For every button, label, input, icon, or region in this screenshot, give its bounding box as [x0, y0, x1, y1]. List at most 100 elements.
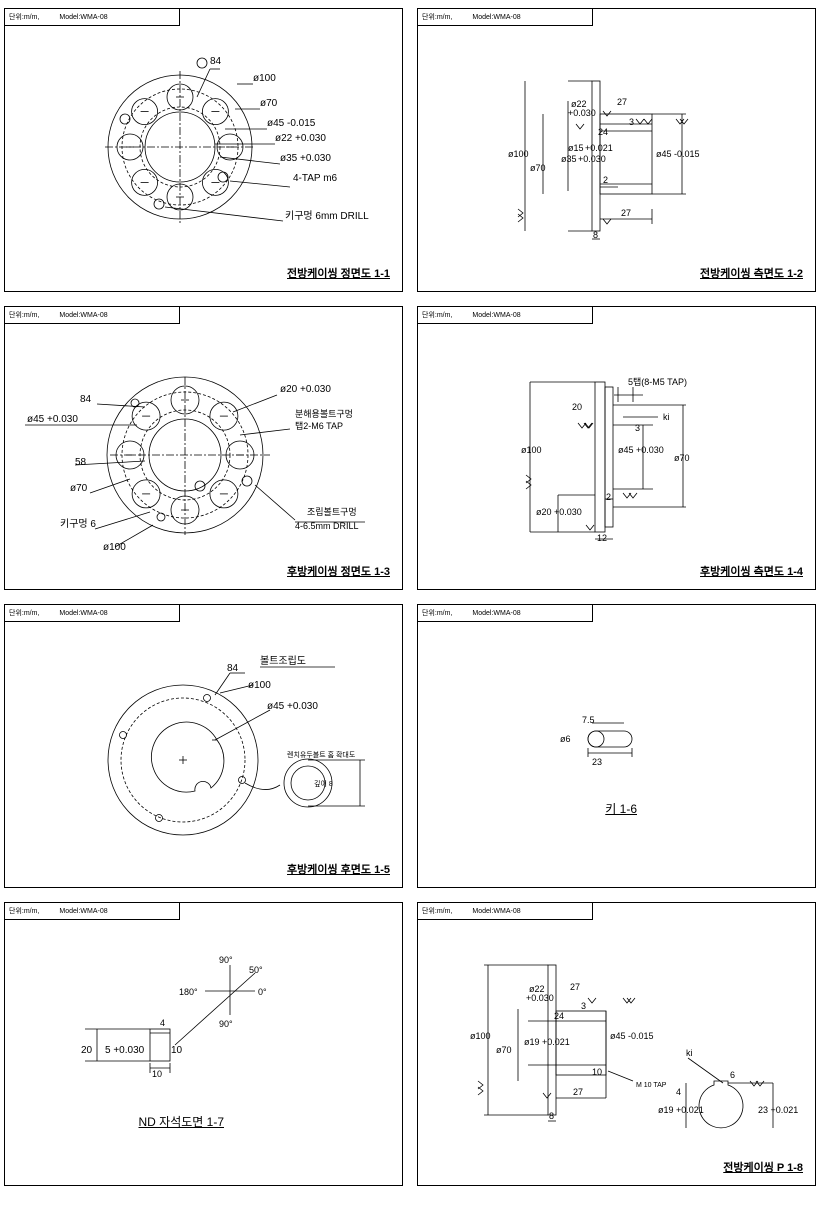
magnet-hole: [209, 401, 239, 431]
p2-label-10: ø45 -0.015: [656, 149, 700, 159]
p4-label-1: 20: [572, 402, 582, 412]
p7-label-5: 4: [160, 1018, 165, 1028]
unit-label: 단위:m/m,: [9, 312, 40, 319]
title-block: 단위:m/m,Model:WMA-08: [5, 903, 180, 920]
magnet-hole: [131, 479, 161, 509]
p8-label-17: 27: [573, 1087, 583, 1097]
magnet-hole: [201, 98, 229, 125]
p1-label-7: 키구멍 6mm DRILL: [285, 210, 369, 222]
p8-label-5: ø100: [470, 1031, 491, 1041]
p3-label-3: 분해용볼트구멍: [295, 409, 353, 419]
drawing-panel-1-8: 단위:m/m,Model:WMA-08 ø22 +0.030 27 3 24 ø…: [417, 902, 816, 1186]
magnet-hole: [201, 168, 229, 196]
p2-label-5: ø100: [508, 149, 529, 159]
unit-label: 단위:m/m,: [422, 908, 453, 915]
p7-label-1: 50°: [249, 965, 263, 975]
p2-label-4: 24: [598, 127, 608, 137]
p3-label-10: ø100: [103, 542, 126, 553]
p7-label-6: 20: [81, 1045, 93, 1056]
p8-label-6: ø19: [524, 1037, 540, 1047]
p8-label-18: 8: [549, 1111, 554, 1121]
p3-label-9: 키구멍 6: [60, 518, 96, 530]
p6-label-2: 23: [592, 757, 602, 767]
p8-label-0: ø22: [529, 984, 545, 994]
drawing-title: ND 자석도면 1-7: [138, 1115, 224, 1129]
title-block: 단위:m/m, Model:WMA-08: [5, 307, 180, 324]
p2-label-7: +0.021: [585, 143, 613, 153]
p1-label-5: ø35 +0.030: [280, 153, 331, 164]
p1-label-1: ø100: [253, 73, 276, 84]
p1-label-0: 84: [210, 56, 222, 67]
p7-label-9: 10: [152, 1069, 162, 1079]
front-casing-front-view-drawing: 84 ø100 ø70 ø45 -0.015 ø22 +0.030 ø35 +0…: [105, 56, 369, 224]
key-drawing: 7.5 ø6 23: [560, 715, 633, 767]
p4-label-7: 2: [606, 492, 611, 502]
unit-label: 단위:m/m,: [9, 610, 40, 617]
model-label: Model:WMA-08: [59, 610, 108, 617]
p5-label-4: 렌치유두볼트 홈 확대도: [287, 750, 356, 759]
magnet-hole: [225, 440, 255, 470]
drawing-title: 전방케이씽 측면도 1-2: [700, 268, 803, 280]
model-label: Model:WMA-08: [472, 312, 521, 319]
p2-label-12: 2: [603, 175, 608, 185]
p5-label-1: 84: [227, 663, 239, 674]
p5-label-0: 볼트조립도: [260, 654, 306, 667]
p2-label-9: +0.030: [578, 154, 606, 164]
p8-label-15: ø19 +0.021: [658, 1105, 704, 1115]
drawing-title: 후방케이씽 정면도 1-3: [287, 566, 390, 578]
p1-label-2: ø70: [260, 98, 278, 109]
title-block: 단위:m/m,Model:WMA-08: [418, 903, 593, 920]
p3-label-6: ø70: [70, 483, 88, 494]
p2-label-8: ø35: [561, 154, 577, 164]
p7-label-7: 5 +0.030: [105, 1045, 145, 1056]
p7-label-8: 10: [171, 1045, 183, 1056]
p4-label-3: 3: [635, 423, 640, 433]
rear-casing-side-view-drawing: 5탭(8-M5 TAP) 20 ki 3 ø100 ø45 +0.030 ø70…: [521, 376, 690, 543]
drawing-panel-1-3: 단위:m/m,Model:WMA-08 ø20 +0.030 84 ø45 +0…: [4, 306, 403, 590]
p3-label-4: 탭2-M6 TAP: [295, 420, 343, 431]
magnet-hole: [170, 385, 200, 415]
p3-label-5: 58: [75, 457, 87, 468]
drawing-title: 전방케이씽 정면도 1-1: [287, 268, 390, 280]
magnet-hole: [170, 495, 200, 525]
p8-label-7: +0.021: [542, 1037, 570, 1047]
p2-label-1: +0.030: [568, 108, 596, 118]
magnet-hole: [166, 183, 194, 211]
p3-label-0: ø20 +0.030: [280, 384, 331, 395]
p2-label-11: ø70: [530, 163, 546, 173]
magnet-hole: [131, 401, 161, 431]
model-label: Model:WMA-08: [472, 610, 521, 617]
p8-label-3: 3: [581, 1001, 586, 1011]
drawing-title: 키 1-6: [605, 802, 637, 816]
p8-label-9: ø70: [496, 1045, 512, 1055]
p8-label-11: 6: [730, 1070, 735, 1080]
model-label: Model:WMA-08: [59, 312, 108, 319]
magnet-hole: [131, 98, 159, 125]
magnet-drawing: 90° 50° 180° 0° 90° 4 20 5 +0.030 10 10: [81, 955, 267, 1079]
p8-label-14: 4: [676, 1087, 681, 1097]
model-label: Model:WMA-08: [472, 14, 521, 21]
p2-label-0: ø22: [571, 99, 587, 109]
unit-label: 단위:m/m,: [422, 312, 453, 319]
title-block: 단위:m/m, Model:WMA-08: [418, 307, 593, 324]
title-block: 단위:m/m, Model:WMA-08: [5, 605, 180, 622]
rear-casing-rear-view-drawing: 볼트조립도 84 ø100 ø45 +0.030 렌치유두볼트 홈 확대도 깊이…: [107, 654, 365, 836]
drawing-panel-1-7: 단위:m/m,Model:WMA-08 90° 50° 180° 0° 90° …: [4, 902, 403, 1186]
title-block: 단위:m/m, Model:WMA-08: [418, 605, 593, 622]
drawing-panel-1-6: 단위:m/m, Model:WMA-08 7.5 ø6 23 키 1-6: [417, 604, 816, 888]
title-block: 단위:m/m,Model:WMA-08: [5, 9, 180, 26]
p4-label-8: ø20 +0.030: [536, 507, 582, 517]
model-label: Model:WMA-08: [59, 14, 108, 21]
drawing-panel-1-4: 단위:m/m, Model:WMA-08 5탭(8-M5 TAP) 20 ki 3…: [417, 306, 816, 590]
p6-label-1: ø6: [560, 734, 571, 744]
front-casing-side-view-drawing: ø22 +0.030 27 3 24 ø100 ø15 +0.021 ø35 +…: [508, 80, 700, 240]
p3-label-7: 조립볼트구멍: [307, 507, 357, 517]
magnet-hole: [166, 83, 194, 111]
unit-label: 단위:m/m,: [422, 610, 453, 617]
unit-label: 단위:m/m,: [9, 908, 40, 915]
p7-label-0: 90°: [219, 955, 233, 965]
p4-label-6: ø70: [674, 453, 690, 463]
magnet-hole: [209, 479, 239, 509]
p4-label-2: ki: [663, 412, 670, 422]
front-casing-p-drawing: ø22 +0.030 27 3 24 ø100 ø19 +0.021 ø45 -…: [470, 964, 798, 1129]
